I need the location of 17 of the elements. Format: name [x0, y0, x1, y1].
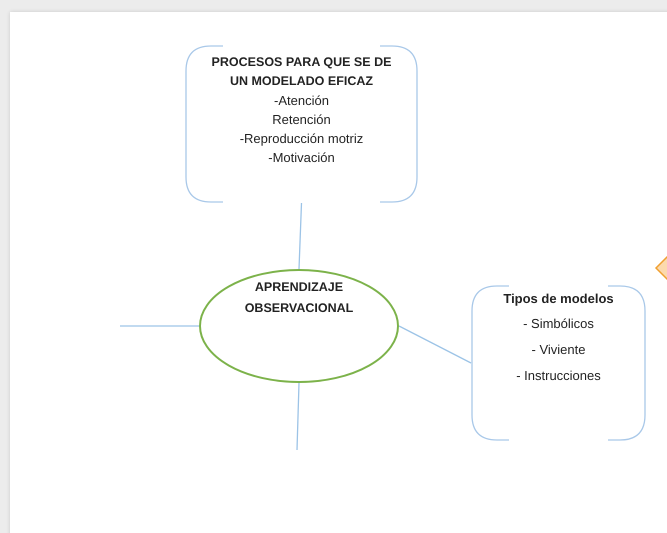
list-item: Retención — [272, 111, 331, 129]
types-box — [471, 285, 646, 441]
list-item: -Atención — [274, 92, 329, 110]
heading: Tipos de modelos — [503, 291, 614, 306]
list-item: - Instrucciones — [516, 368, 601, 383]
list-item: - Viviente — [532, 342, 586, 357]
connector-line — [120, 325, 199, 327]
connector-line — [296, 382, 300, 450]
connector-line — [398, 325, 472, 364]
heading: PROCESOS PARA QUE SE DE UN MODELADO EFICAZ — [210, 54, 392, 90]
process-box — [185, 45, 418, 203]
heading: APRENDIZAJE OBSERVACIONAL — [244, 279, 354, 317]
list-item: - Simbólicos — [523, 316, 594, 331]
list-item: -Motivación — [268, 149, 335, 167]
concept-ellipse — [199, 269, 399, 383]
connector-line — [298, 202, 302, 270]
list-item: -Reproducción motriz — [240, 130, 364, 148]
